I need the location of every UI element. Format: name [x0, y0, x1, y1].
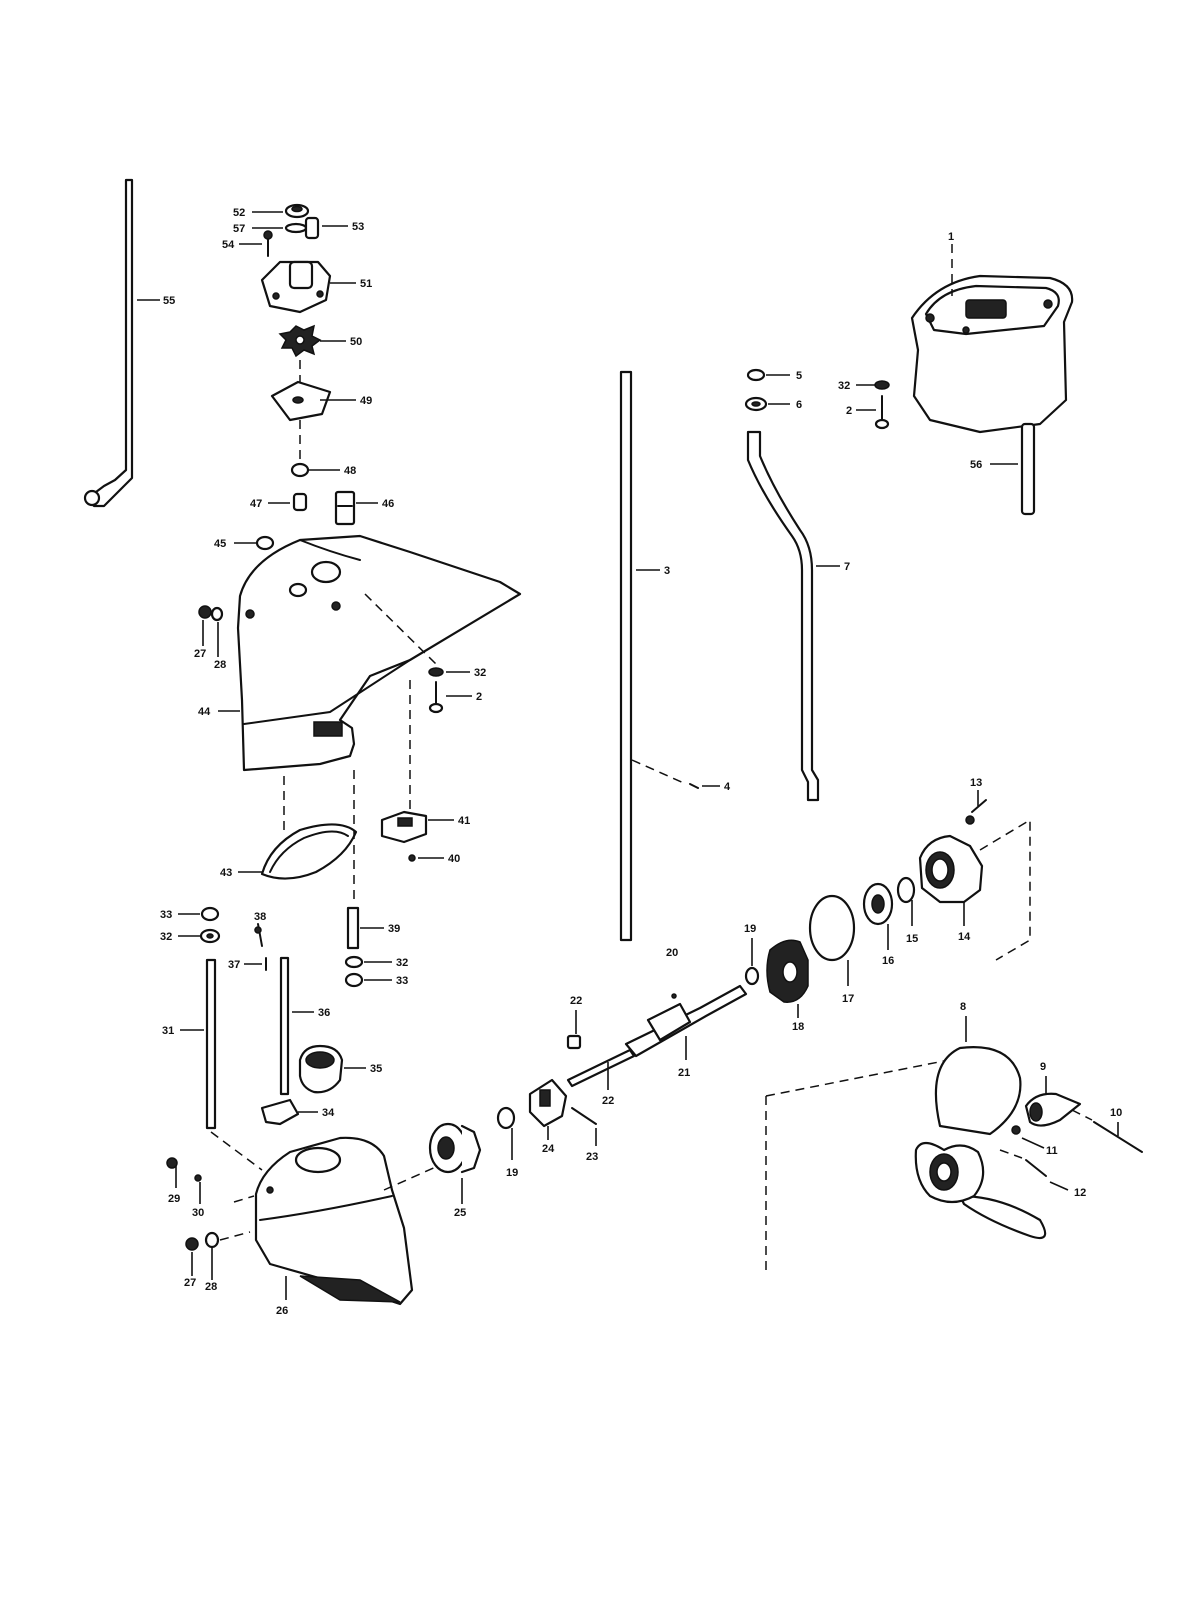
callout-23: 23: [586, 1151, 598, 1163]
callout-55: 55: [163, 295, 175, 307]
callout-3: 3: [664, 565, 670, 577]
callout-49: 49: [360, 395, 372, 407]
callout-33-right: 33: [396, 975, 408, 987]
callout-27-lower: 27: [184, 1277, 196, 1289]
callout-32-left: 32: [160, 931, 172, 943]
callout-20: 20: [666, 947, 678, 959]
callout-41: 41: [458, 815, 470, 827]
lower-seal-parts: 41 40 43: [220, 770, 470, 905]
callout-51: 51: [360, 278, 372, 290]
callout-43: 43: [220, 867, 232, 879]
callout-28-upper: 28: [214, 659, 226, 671]
bearing-carrier-parts: 17 16 15 14 13: [808, 777, 1031, 1005]
callout-2-upper: 2: [846, 405, 852, 417]
callout-17: 17: [842, 993, 854, 1005]
callout-46: 46: [382, 498, 394, 510]
fasteners-mid: 32 2: [364, 593, 486, 818]
callout-54: 54: [222, 239, 235, 251]
callout-22-lower: 22: [602, 1095, 614, 1107]
callout-27-upper: 27: [194, 648, 206, 660]
shift-rod-part-55: 55: [83, 178, 175, 508]
reverse-gear-parts: 19 18: [744, 923, 809, 1033]
callout-8: 8: [960, 1001, 966, 1013]
callout-26: 26: [276, 1305, 288, 1317]
callout-19-upper: 19: [744, 923, 756, 935]
callout-50: 50: [350, 336, 362, 348]
callout-31: 31: [162, 1025, 174, 1037]
callout-56: 56: [970, 459, 982, 471]
callout-28-lower: 28: [205, 1281, 217, 1293]
callout-34: 34: [322, 1107, 335, 1119]
callout-33-left: 33: [160, 909, 172, 921]
exhaust-housing-part-1: 1 32 2 56: [838, 231, 1074, 516]
long-stud-part-3: 3 4: [619, 370, 731, 942]
callout-19-lower: 19: [506, 1167, 518, 1179]
callout-15: 15: [906, 933, 918, 945]
callout-52: 52: [233, 207, 245, 219]
callout-47: 47: [250, 498, 262, 510]
callout-14: 14: [958, 931, 971, 943]
callout-1: 1: [948, 231, 954, 243]
callout-4: 4: [724, 781, 731, 793]
callout-2-mid: 2: [476, 691, 482, 703]
callout-39: 39: [388, 923, 400, 935]
callout-5: 5: [796, 370, 802, 382]
callout-32-upper: 32: [838, 380, 850, 392]
callout-29: 29: [168, 1193, 180, 1205]
callout-36: 36: [318, 1007, 330, 1019]
callout-40: 40: [448, 853, 460, 865]
pinion-parts: 35 34: [260, 1044, 382, 1126]
callout-38: 38: [254, 911, 266, 923]
callout-44: 44: [198, 706, 211, 718]
callout-48: 48: [344, 465, 356, 477]
propeller-part-8: 8 9 10 11 12: [765, 1001, 1143, 1272]
callout-37: 37: [228, 959, 240, 971]
callout-13: 13: [970, 777, 982, 789]
stud-hardware: 33 32 38 37 39 32 33: [160, 906, 408, 988]
callout-24: 24: [542, 1143, 555, 1155]
callout-25: 25: [454, 1207, 466, 1219]
callout-32-right: 32: [396, 957, 408, 969]
driveshaft-housing-part-44: 44 27 28: [194, 534, 522, 772]
callout-7: 7: [844, 561, 850, 573]
forward-gear-part-25: 25: [428, 1122, 482, 1219]
callout-22-upper: 22: [570, 995, 582, 1007]
callout-12: 12: [1074, 1187, 1086, 1199]
propeller-shaft-assembly: 19 24 23 22 22 21 20: [496, 947, 748, 1179]
callout-10: 10: [1110, 1107, 1122, 1119]
callout-9: 9: [1040, 1061, 1046, 1073]
water-pump-assembly: 52 57 53 54 51 50 49: [222, 203, 372, 464]
callout-21: 21: [678, 1067, 690, 1079]
callout-30: 30: [192, 1207, 204, 1219]
callout-16: 16: [882, 955, 894, 967]
small-parts-upper: 48 47 46 45: [214, 462, 394, 551]
callout-45: 45: [214, 538, 226, 550]
callout-35: 35: [370, 1063, 382, 1075]
callout-32-mid: 32: [474, 667, 486, 679]
gearcase-part-26: 26: [233, 1136, 439, 1317]
callout-57: 57: [233, 223, 245, 235]
callout-6: 6: [796, 399, 802, 411]
callout-11: 11: [1046, 1145, 1058, 1157]
water-tube-parts: 5 6 7: [744, 368, 850, 802]
gearcase-hardware: 29 30 27 28: [166, 1157, 251, 1293]
callout-18: 18: [792, 1021, 804, 1033]
long-studs: 31 36: [162, 956, 330, 1171]
callout-53: 53: [352, 221, 364, 233]
